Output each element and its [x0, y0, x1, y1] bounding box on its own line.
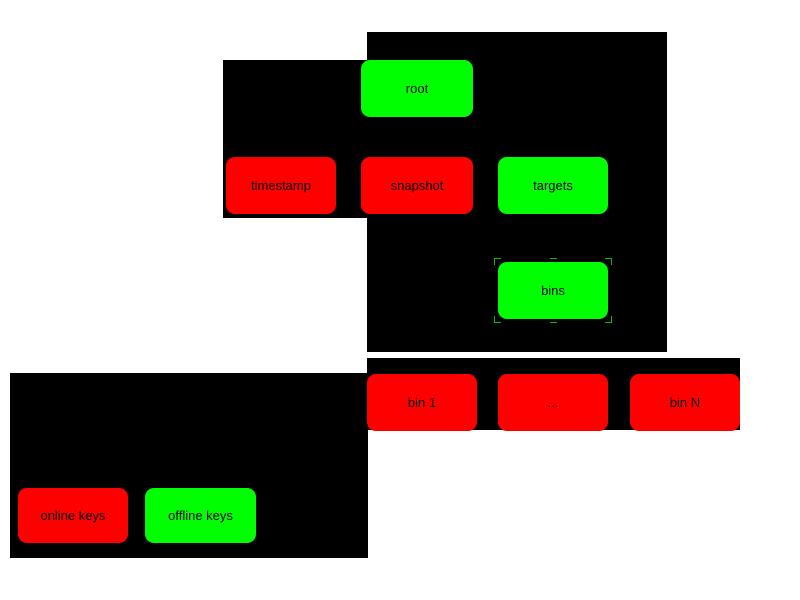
node-timestamp[interactable]: timestamp [226, 157, 336, 214]
node-label: offline keys [168, 508, 233, 523]
node-root[interactable]: root [361, 60, 473, 117]
selection-handle-tr-icon[interactable] [605, 258, 612, 265]
node-snapshot[interactable]: snapshot [361, 157, 473, 214]
node-label: snapshot [390, 178, 444, 193]
node-label: online keys [40, 508, 106, 523]
node-label: root [405, 81, 429, 96]
node-label: targets [533, 178, 573, 193]
selection-handle-bl-icon[interactable] [494, 316, 501, 323]
node-label: bins [541, 283, 565, 298]
node-online-keys[interactable]: online keys [18, 488, 128, 543]
node-bin-1[interactable]: bin 1 [367, 374, 477, 431]
selection-handle-tm-icon[interactable] [549, 258, 557, 265]
node-bin-n[interactable]: bin N [630, 374, 740, 431]
selection-handle-br-icon[interactable] [605, 316, 612, 323]
selection-handle-bm-icon[interactable] [549, 316, 557, 323]
node-offline-keys[interactable]: offline keys [145, 488, 256, 543]
node-label: ... [547, 395, 559, 410]
node-label: timestamp [251, 178, 311, 193]
selection-handle-tl-icon[interactable] [494, 258, 501, 265]
node-targets[interactable]: targets [498, 157, 608, 214]
node-bins[interactable]: bins [494, 258, 612, 323]
node-label: bin 1 [407, 395, 437, 410]
node-bin-ellipsis[interactable]: ... [498, 374, 608, 431]
node-label: bin N [669, 395, 701, 410]
